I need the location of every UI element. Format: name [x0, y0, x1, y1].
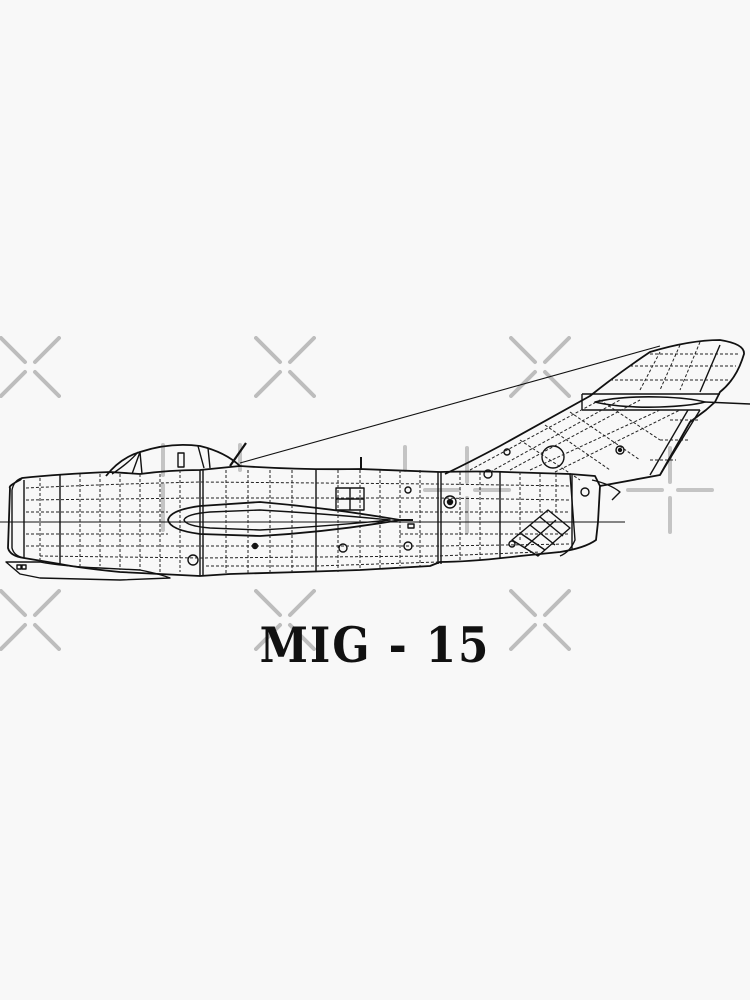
watermark-x-icon [0, 589, 61, 651]
aircraft-title: MIG - 15 [19, 616, 732, 674]
watermark-x-icon [254, 589, 316, 651]
watermark-x-icon [509, 589, 571, 651]
watermark-plus-icon [161, 443, 714, 534]
aircraft-title-text: MIG - 15 [259, 616, 491, 674]
watermark-x-icon [0, 336, 61, 398]
watermark-x-icon [254, 336, 316, 398]
